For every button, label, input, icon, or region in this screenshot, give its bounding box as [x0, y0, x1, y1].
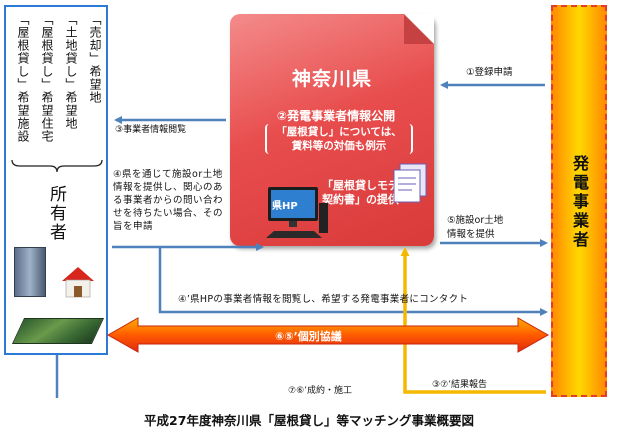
- owner-label: 所有者: [46, 185, 66, 242]
- computer-icon: [266, 187, 328, 238]
- owner-item-land-lease: 「土地貸し」希望地: [64, 13, 78, 130]
- label-step5-line1: ⑤施設or土地: [447, 215, 504, 226]
- price-note-line2: 賃料等の対価も例示: [291, 140, 387, 152]
- arrow-result-report: [400, 247, 546, 394]
- prefecture-hp-label: 県HP: [272, 201, 298, 212]
- prefecture-box: 神奈川県 ②発電事業者情報公開 「屋根貸し」については、 賃料等の対価も例示 「…: [230, 14, 434, 246]
- generator-label: 発電事業者: [570, 155, 589, 250]
- owner-item-roof-facility: 「屋根貸し」希望施設: [16, 13, 30, 143]
- label-step5-line2: 情報を提供: [447, 229, 495, 240]
- label-step5: ⑤施設or土地 情報を提供: [447, 214, 503, 242]
- label-result-report: ③⑦’結果報告: [432, 380, 487, 390]
- owner-item-sale: 「売却」希望地: [88, 13, 102, 104]
- label-step4: ④県を通じて施設or土地情報を提供し、関心のある事業者からの問い合わせを待ちたい…: [113, 169, 224, 232]
- label-step3: ③事業者情報閲覧: [115, 125, 187, 135]
- generator-bar: 発電事業者: [551, 5, 607, 397]
- model-contract-line2: 契約書」の提供: [322, 193, 399, 206]
- building-icon: [14, 247, 46, 297]
- page-fold-corner: [404, 14, 434, 44]
- house-icon: [62, 267, 94, 298]
- arrow-step4p: [158, 248, 548, 316]
- owner-brace: [11, 159, 103, 173]
- owner-item-roof-house: 「屋根貸し」希望住宅: [40, 13, 54, 143]
- disclose-title: ②発電事業者情報公開: [276, 109, 396, 123]
- label-step4p: ④’県HPの事業者情報を閲覧し、希望する発電事業者にコンタクト: [178, 294, 469, 305]
- model-contract-line1: 「屋根貸しモデル: [322, 179, 410, 192]
- prefecture-name: 神奈川県: [291, 68, 372, 90]
- price-note: 「屋根貸し」については、 賃料等の対価も例示: [265, 124, 413, 154]
- label-step7p: ⑦⑥’成約・施工: [288, 386, 352, 396]
- label-consult: ⑥⑤’個別協議: [275, 330, 342, 343]
- label-step1: ①登録申請: [466, 67, 513, 78]
- consult-double-arrow: [106, 317, 550, 353]
- diagram-caption: 平成27年度神奈川県「屋根貸し」等マッチング事業概要図: [144, 413, 474, 428]
- price-note-line1: 「屋根貸し」については、: [276, 126, 402, 138]
- document-icon: [393, 163, 427, 203]
- model-contract-label: 「屋根貸しモデル 契約書」の提供: [322, 179, 422, 207]
